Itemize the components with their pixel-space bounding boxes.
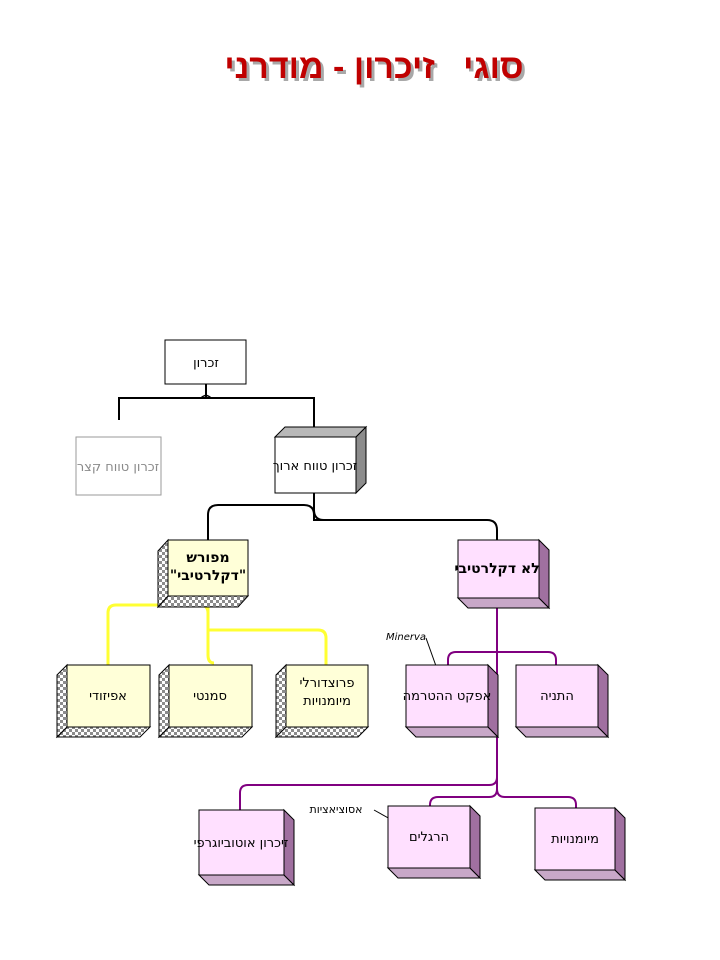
- connector-root: [118, 384, 315, 430]
- node-root: זכרון: [164, 339, 247, 385]
- node-long-term: זכרון טווח ארוך: [273, 425, 368, 495]
- node-short-term: זכרון טווח קצר: [75, 436, 162, 496]
- node-classical-label: התניה: [540, 689, 574, 704]
- connector-long-term: [207, 492, 498, 543]
- node-implicit: לא דקלרטיבי: [454, 538, 551, 610]
- node-explicit-label: מפורש"דקלרטיבי": [170, 550, 246, 584]
- node-semantic: סמנטי: [157, 663, 254, 739]
- node-explicit: מפורש"דקלרטיבי": [156, 538, 250, 609]
- node-classical: התניה: [514, 663, 610, 739]
- node-habits: הרגלים: [386, 804, 482, 880]
- node-priming-label: אפקט ההטרמה: [403, 689, 492, 704]
- callout-associations: אסוציאציות: [309, 803, 362, 816]
- node-episodic: אפיזודי: [55, 663, 152, 739]
- node-priming: אפקט ההטרמה: [403, 663, 500, 739]
- node-skills-label: מיומנויות: [551, 832, 599, 847]
- node-root-label: זכרון: [193, 356, 219, 371]
- node-skills: מיומנויות: [533, 806, 627, 882]
- node-long-term-label: זכרון טווח ארוך: [273, 459, 358, 474]
- node-autobiographic: זיכרון אוטוביוגרפי: [194, 808, 296, 887]
- node-episodic-label: אפיזודי: [89, 689, 127, 704]
- minerva-callout-line: [425, 637, 437, 667]
- node-habits-label: הרגלים: [409, 830, 449, 845]
- connector-explicit: [106, 596, 328, 665]
- callout-minerva: Minerva: [386, 632, 426, 643]
- page-title: סוגי זיכרון - מודרני: [224, 48, 524, 86]
- node-autobiographic-label: זיכרון אוטוביוגרפי: [194, 836, 289, 851]
- node-short-term-label: זכרון טווח קצר: [77, 460, 159, 475]
- node-semantic-label: סמנטי: [193, 689, 227, 704]
- node-implicit-label: לא דקלרטיבי: [454, 561, 539, 577]
